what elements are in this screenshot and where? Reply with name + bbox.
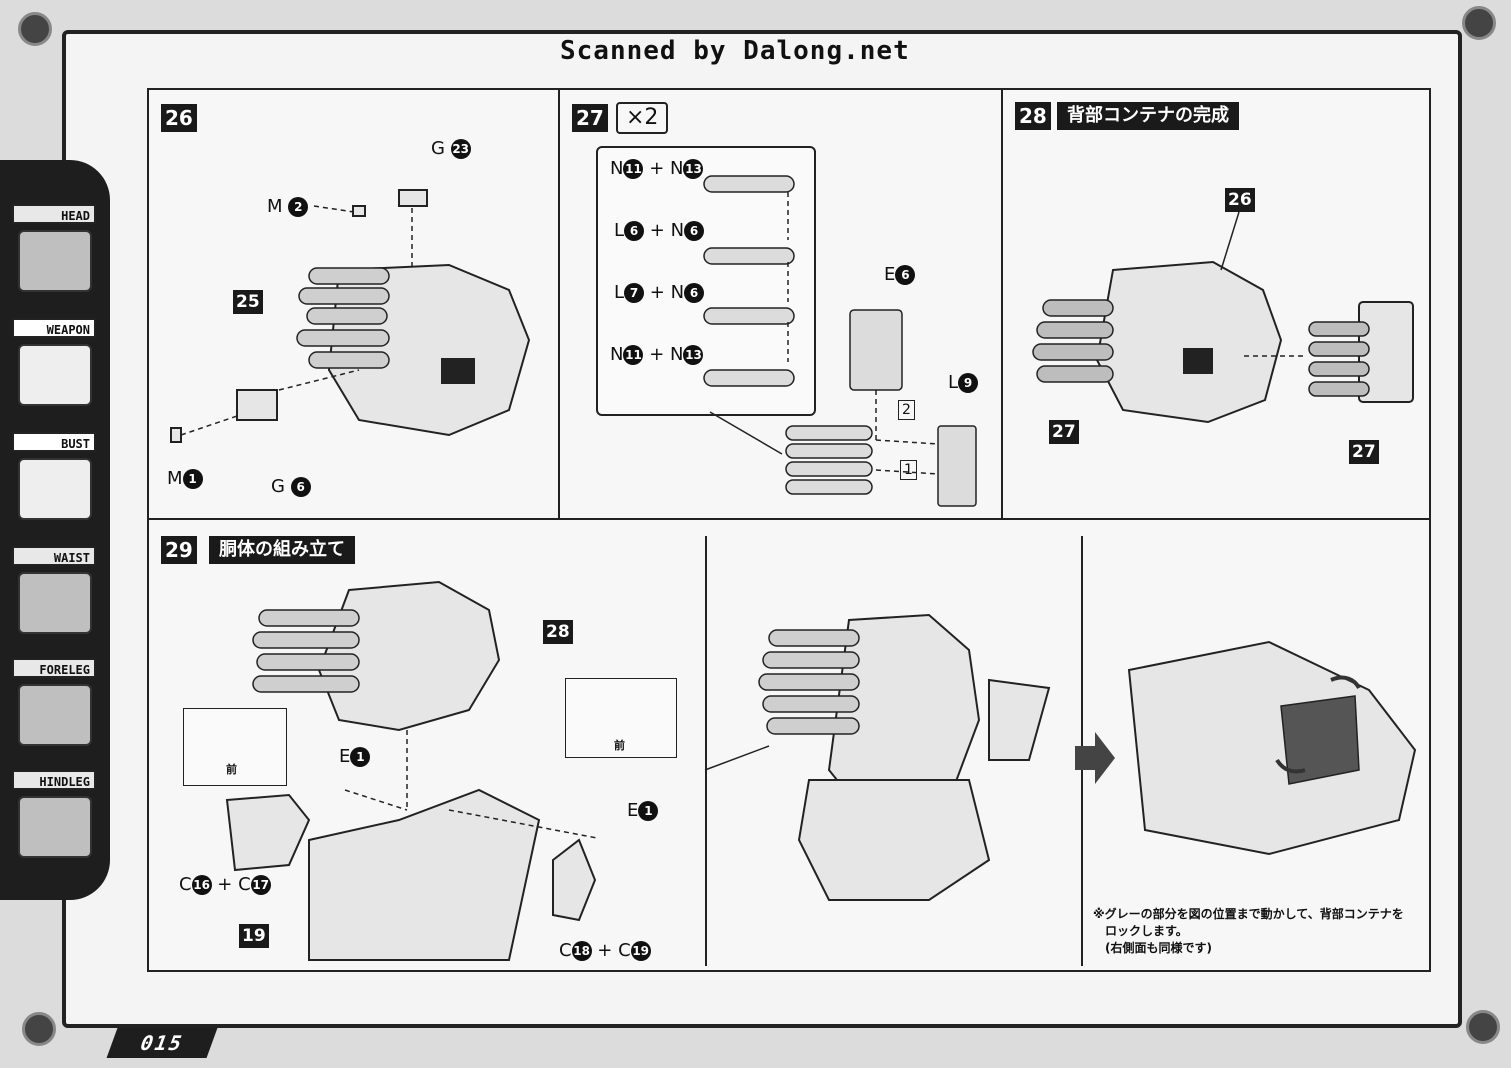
page-title: Scanned by Dalong.net [560, 36, 910, 66]
multiplier-badge: ×2 [616, 102, 669, 134]
sidebar-item-label: HEAD [12, 204, 96, 224]
order-marker-1: 1 [900, 460, 917, 480]
weapon-thumbnail [18, 344, 92, 406]
step-title: 胴体の組み立て [209, 536, 355, 564]
part-number-27-left: 27 [1049, 420, 1079, 444]
sidebar-item-head[interactable]: HEAD [12, 204, 100, 304]
logo-icon [1466, 1010, 1500, 1044]
step-number: 28 [1015, 102, 1051, 130]
part-number-28: 28 [543, 620, 573, 644]
page-number: 015 [106, 1028, 218, 1058]
logo-icon [22, 1012, 56, 1046]
front-label: 前 [226, 763, 237, 776]
waist-thumbnail [18, 572, 92, 634]
sidebar-item-hindleg[interactable]: HINDLEG [12, 770, 100, 870]
step-title: 背部コンテナの完成 [1057, 102, 1239, 130]
sidebar-item-label: WEAPON [12, 318, 96, 338]
detail-inset-right: 前 [565, 678, 677, 758]
order-marker-2: 2 [898, 400, 915, 420]
sidebar-item-weapon[interactable]: WEAPON [12, 318, 100, 418]
step-number: 26 [161, 104, 197, 132]
sidebar-item-foreleg[interactable]: FORELEG [12, 658, 100, 758]
head-thumbnail [18, 230, 92, 292]
step-28-panel: 28 背部コンテナの完成 26 27 27 [1001, 88, 1431, 520]
part-number-25: 25 [233, 290, 263, 314]
part-number-27-right: 27 [1349, 440, 1379, 464]
sidebar-item-label: WAIST [12, 546, 96, 566]
step-number: 27 [572, 104, 608, 132]
part-label-g6: G 6 [271, 476, 311, 497]
step-26-illustration [170, 189, 531, 443]
logo-icon [1462, 6, 1496, 40]
part-label-m2: M 2 [267, 196, 309, 217]
lock-note: ※グレーの部分を図の位置まで動かして、背部コンテナを ロックします。 (右側面も… [1093, 907, 1404, 955]
divider [705, 536, 707, 966]
detail-inset-left: 前 [183, 708, 287, 786]
logo-icon [18, 12, 52, 46]
step-number: 29 [161, 536, 197, 564]
bust-thumbnail [18, 458, 92, 520]
part-number-19: 19 [239, 924, 269, 948]
front-label: 前 [614, 739, 625, 752]
sidebar-item-waist[interactable]: WAIST [12, 546, 100, 646]
sidebar-item-bust[interactable]: BUST [12, 432, 100, 532]
part-label-g23: G 23 [431, 138, 471, 159]
sidebar-item-label: FORELEG [12, 658, 96, 678]
step-28-illustration [1032, 211, 1414, 424]
hindleg-thumbnail [18, 796, 92, 858]
step-29-illustration [225, 580, 1417, 961]
section-sidebar: HEAD WEAPON BUST WAIST FORELEG HINDLEG [0, 160, 110, 900]
sidebar-item-label: BUST [12, 432, 96, 452]
foreleg-thumbnail [18, 684, 92, 746]
step-27-illustration [703, 175, 977, 507]
sidebar-item-label: HINDLEG [12, 770, 96, 790]
part-number-26: 26 [1225, 188, 1255, 212]
